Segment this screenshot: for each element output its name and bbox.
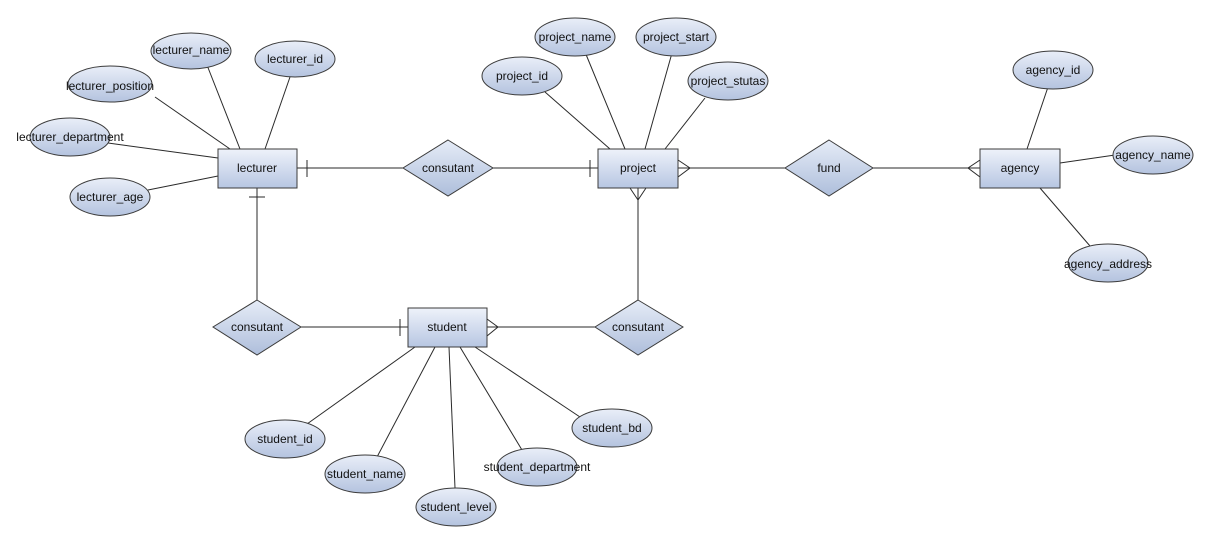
entity-box — [217, 148, 298, 189]
relationship-lecturer-student[interactable]: consutant — [212, 299, 302, 356]
attribute-ellipse — [1112, 135, 1194, 175]
entity-student[interactable]: student — [407, 307, 488, 348]
attribute-label: lecturer_age — [77, 190, 144, 204]
connector-agency-address — [1039, 187, 1091, 247]
attribute-label: lecturer_id — [267, 52, 323, 66]
entity-project[interactable]: project — [597, 148, 679, 189]
relationship-label: consutant — [422, 161, 475, 175]
relationship-diamond — [212, 299, 302, 356]
entity-box — [407, 307, 488, 348]
attribute-ellipse — [687, 61, 769, 101]
relationship-label: consutant — [231, 320, 284, 334]
attribute-ellipse — [29, 117, 111, 157]
attribute-ellipse — [244, 419, 326, 459]
connector-agency-id — [1026, 86, 1049, 150]
attribute-lecturer-age[interactable]: lecturer_age — [69, 177, 151, 217]
attribute-project-id[interactable]: project_id — [481, 56, 563, 96]
attribute-student-id[interactable]: student_id — [244, 419, 326, 459]
connector-student-id — [306, 346, 416, 425]
entity-lecturer[interactable]: lecturer — [217, 148, 298, 189]
relationship-label: consutant — [612, 320, 665, 334]
attribute-ellipse — [534, 17, 616, 57]
connector-lecturer-department — [107, 142, 219, 159]
attribute-label: project_name — [539, 30, 612, 44]
connector-agency-name — [1059, 154, 1116, 164]
attribute-ellipse — [150, 32, 232, 70]
entity-label: lecturer — [237, 161, 277, 175]
attribute-ellipse — [254, 40, 336, 78]
connector-student-department — [459, 346, 523, 451]
attribute-label: agency_address — [1064, 257, 1152, 271]
attribute-label: project_start — [643, 30, 710, 44]
entity-agency[interactable]: agency — [979, 148, 1061, 189]
entity-box — [597, 148, 679, 189]
attribute-student-department[interactable]: student_department — [484, 447, 591, 487]
relationship-project-agency[interactable]: fund — [784, 139, 874, 197]
attribute-project-start[interactable]: project_start — [635, 17, 717, 57]
attribute-ellipse — [324, 454, 406, 494]
relationship-diamond — [784, 139, 874, 197]
attribute-label: student_department — [484, 460, 591, 474]
attribute-project-name[interactable]: project_name — [534, 17, 616, 57]
connector-lecturer-id — [264, 76, 291, 150]
attribute-ellipse — [1012, 50, 1094, 90]
attribute-label: lecturer_position — [66, 79, 154, 93]
attribute-ellipse — [571, 408, 653, 448]
attribute-agency-name[interactable]: agency_name — [1112, 135, 1194, 175]
marker-many-agency — [967, 159, 981, 178]
attribute-agency-address[interactable]: agency_address — [1064, 243, 1152, 283]
attribute-ellipse — [415, 487, 497, 527]
attribute-label: lecturer_name — [153, 43, 230, 57]
attribute-label: project_id — [496, 69, 548, 83]
attribute-label: lecturer_department — [16, 130, 124, 144]
attribute-ellipse — [67, 65, 153, 103]
entity-label: student — [427, 320, 467, 334]
attribute-label: student_name — [327, 467, 403, 481]
attribute-ellipse — [69, 177, 151, 217]
marker-many-project — [677, 159, 691, 178]
attribute-ellipse — [1067, 243, 1149, 283]
connector-project-start — [644, 52, 673, 150]
entity-box — [979, 148, 1061, 189]
attribute-agency-id[interactable]: agency_id — [1012, 50, 1094, 90]
attribute-label: student_id — [257, 432, 312, 446]
attribute-label: agency_id — [1026, 63, 1081, 77]
attribute-student-name[interactable]: student_name — [324, 454, 406, 494]
marker-many-student — [486, 318, 499, 337]
attribute-lecturer-department[interactable]: lecturer_department — [16, 117, 124, 157]
attribute-lecturer-position[interactable]: lecturer_position — [66, 65, 154, 103]
entity-label: project — [620, 161, 657, 175]
relationship-diamond — [594, 299, 684, 356]
attribute-label: student_level — [421, 500, 492, 514]
attribute-label: project_stutas — [691, 74, 766, 88]
connector-student-name — [376, 346, 436, 458]
attribute-label: agency_name — [1115, 148, 1191, 162]
relationship-diamond — [402, 139, 494, 197]
connector-project-name — [584, 51, 626, 150]
attribute-label: student_bd — [582, 421, 641, 435]
marker-many-project-bottom — [629, 187, 647, 201]
attribute-student-level[interactable]: student_level — [415, 487, 497, 527]
connector-lecturer-age — [147, 175, 219, 191]
attribute-student-bd[interactable]: student_bd — [571, 408, 653, 448]
connector-lecturer-position — [154, 96, 231, 150]
relationship-lecturer-project[interactable]: consutant — [402, 139, 494, 197]
attribute-lecturer-id[interactable]: lecturer_id — [254, 40, 336, 78]
connector-student-bd — [474, 346, 581, 418]
attribute-lecturer-name[interactable]: lecturer_name — [150, 32, 232, 70]
attribute-ellipse — [635, 17, 717, 57]
connector-project-id — [544, 91, 611, 150]
connectors — [107, 51, 1116, 489]
relationship-student-project[interactable]: consutant — [594, 299, 684, 356]
relationship-label: fund — [817, 161, 840, 175]
attribute-ellipse — [496, 447, 578, 487]
attribute-project-stutas[interactable]: project_stutas — [687, 61, 769, 101]
connector-student-level — [448, 346, 456, 489]
entity-label: agency — [1001, 161, 1040, 175]
connector-project-stutas — [664, 97, 706, 150]
connector-lecturer-name — [204, 59, 241, 150]
attribute-ellipse — [481, 56, 563, 96]
